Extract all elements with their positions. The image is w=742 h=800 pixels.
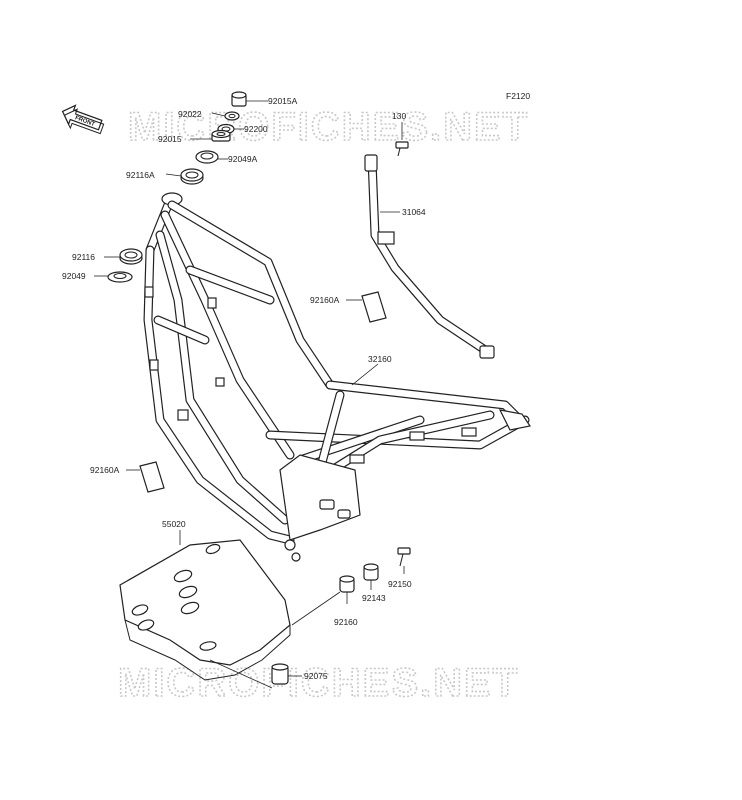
label-92200: 92200 [244,124,268,134]
rubber-92160A-upper [346,291,387,323]
label-92116A: 92116A [126,170,155,180]
label-92015: 92015 [158,134,182,144]
main-frame-32160 [143,192,531,562]
diagram-code: F2120 [506,91,530,101]
label-92022: 92022 [178,109,202,119]
seal-92049A [195,150,219,164]
label-32160: 32160 [368,354,392,364]
watermark-top: MICROFICHES.NET [128,105,529,149]
label-92049A: 92049A [228,154,258,164]
label-92160A-upper: 92160A [310,295,340,305]
watermark-bottom: MICROFICHES.NET [118,661,519,705]
label-92150: 92150 [388,579,412,589]
nut-92015A [231,91,247,107]
washer-92022 [224,111,240,121]
lead-32160 [351,363,379,386]
spacer-92143 [363,563,379,590]
bolt-130 [395,122,409,157]
label-92015A: 92015A [268,96,298,106]
rubber-92160A-lower [126,461,165,493]
label-92075: 92075 [304,671,328,681]
lower-bearing-stack [94,248,143,283]
bolt-92150 [397,547,411,574]
label-92116: 92116 [72,252,95,262]
collar-92160 [291,575,355,626]
label-92143: 92143 [362,593,386,603]
nut-92015 [211,129,231,142]
label-31064: 31064 [402,207,426,217]
part-labels: 92015A 92022 92200 92015 92049A 92116A 9… [62,96,426,681]
label-92160A-lower: 92160A [90,465,120,475]
steering-stem-stack [165,91,268,185]
label-130: 130 [392,111,406,121]
label-92160: 92160 [334,617,358,627]
seal-92049 [107,271,133,283]
rear-loop-31064 [364,154,495,359]
bearing-92116A [180,168,204,185]
collar-92075 [209,659,302,689]
label-55020: 55020 [162,519,186,529]
skid-plate-55020 [119,530,291,681]
label-92049: 92049 [62,271,86,281]
bearing-92116 [119,248,143,265]
front-arrow-icon: FRONT [61,104,105,135]
